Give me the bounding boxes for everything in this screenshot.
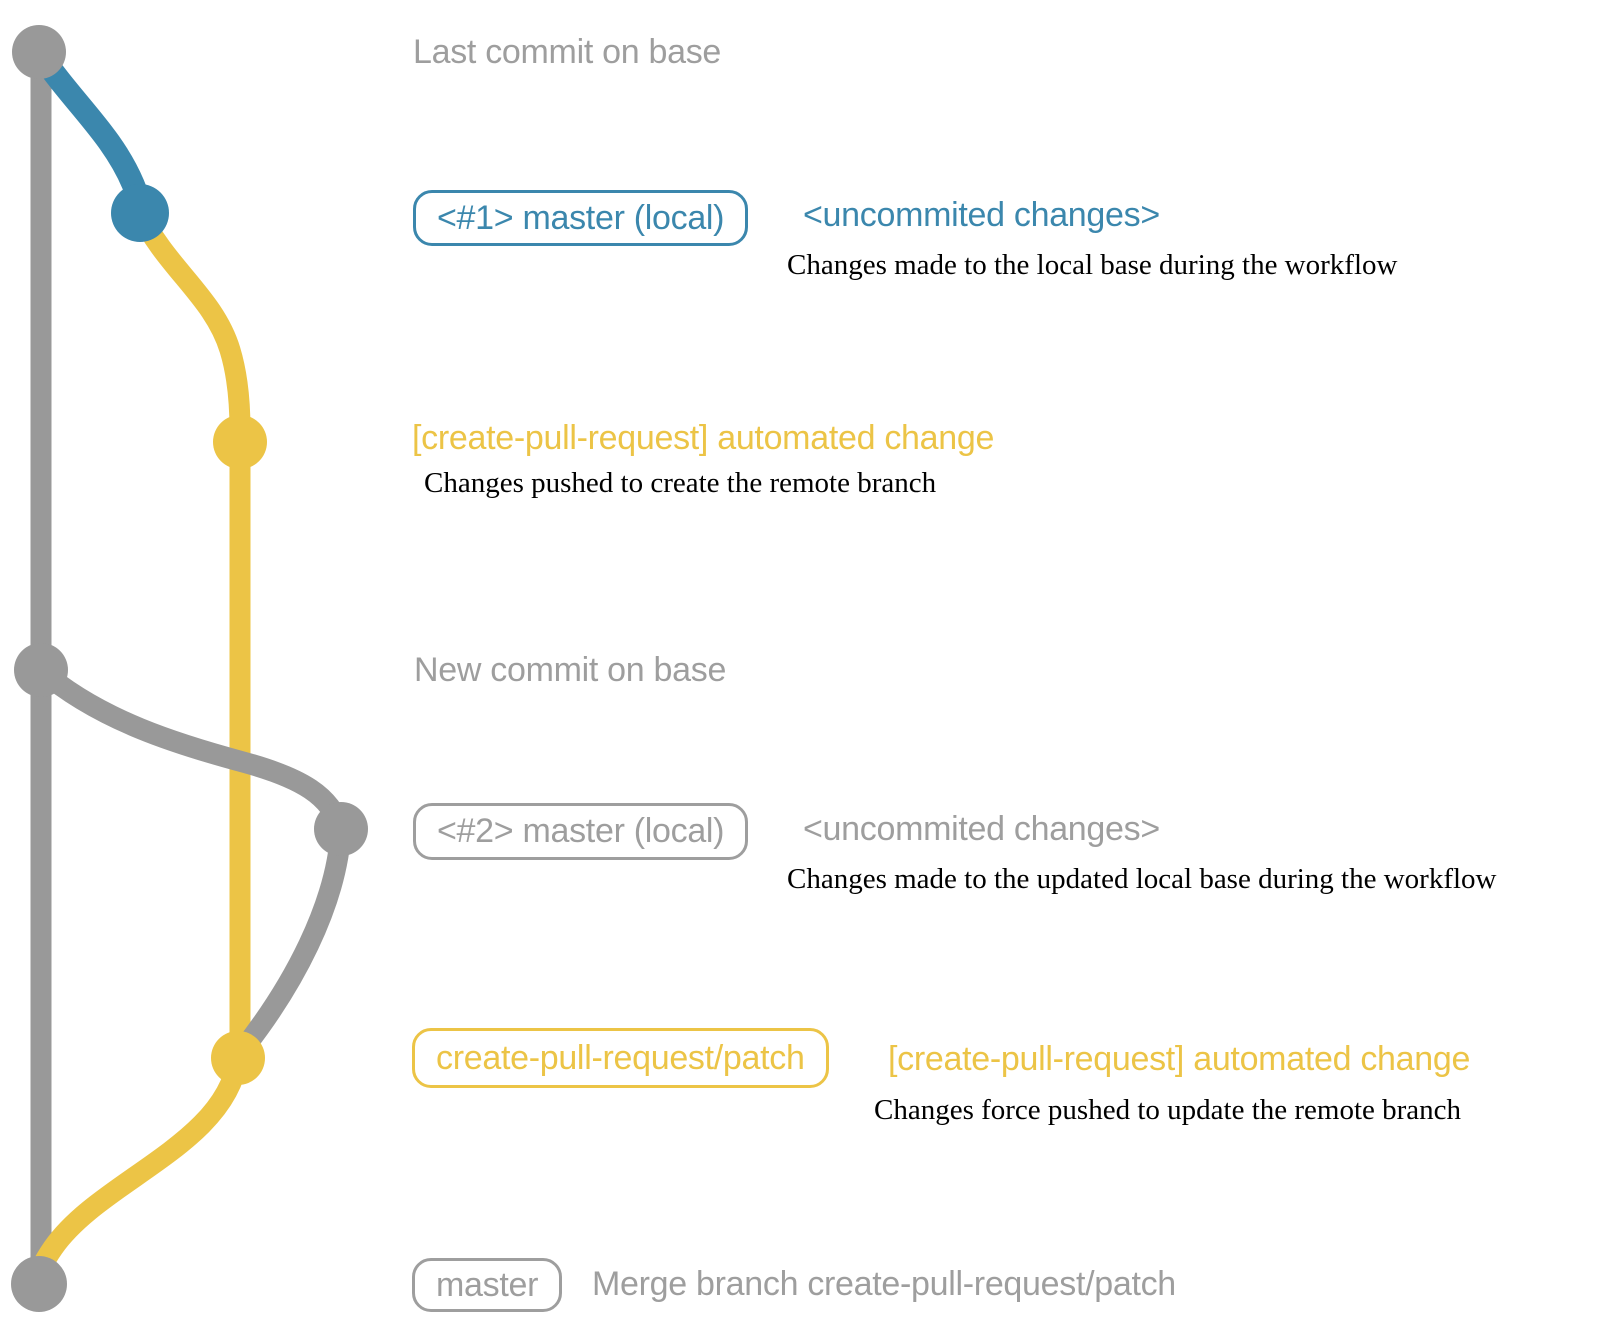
label-merge-branch: Merge branch create-pull-request/patch [592,1265,1176,1303]
updated-local-line [34,662,352,833]
commit-node-last-on-base [12,25,66,79]
badge-create-pull-request-patch-text: create-pull-request/patch [436,1038,805,1077]
remote-branch-line [130,208,251,1058]
commit-node-merge-patch [11,1256,67,1312]
desc-force-push-update: Changes force pushed to update the remot… [874,1094,1462,1126]
merge-line [28,1056,249,1285]
label-uncommited-changes-2: <uncommited changes> [803,810,1160,848]
commit-node-automated-change-2 [211,1031,265,1085]
commit-node-1-local-master [111,184,169,242]
commit-node-2-local-master [314,802,368,856]
badge-master-local-1-text: <#1> master (local) [437,198,725,237]
label-last-commit-on-base: Last commit on base [413,33,722,71]
badge-create-pull-request-patch: create-pull-request/patch [412,1028,829,1088]
badge-master-text: master [436,1265,539,1304]
badge-master: master [412,1258,563,1312]
desc-updated-local-changes: Changes made to the updated local base d… [787,863,1497,895]
desc-push-create-branch: Changes pushed to create the remote bran… [424,467,937,499]
label-automated-change-1: [create-pull-request] automated change [412,419,995,457]
label-automated-change-2: [create-pull-request] automated change [888,1040,1471,1078]
force-push-line [235,828,352,1055]
badge-master-local-2-text: <#2> master (local) [437,812,725,850]
badge-master-local-2: <#2> master (local) [413,803,749,860]
commit-node-new-on-base [14,643,68,697]
label-uncommited-changes-1: <uncommited changes> [803,196,1160,234]
badge-master-local-1: <#1> master (local) [413,190,749,246]
label-new-commit-on-base: New commit on base [414,651,727,689]
desc-local-changes: Changes made to the local base during th… [787,249,1398,281]
commit-node-automated-change-1 [213,415,267,469]
